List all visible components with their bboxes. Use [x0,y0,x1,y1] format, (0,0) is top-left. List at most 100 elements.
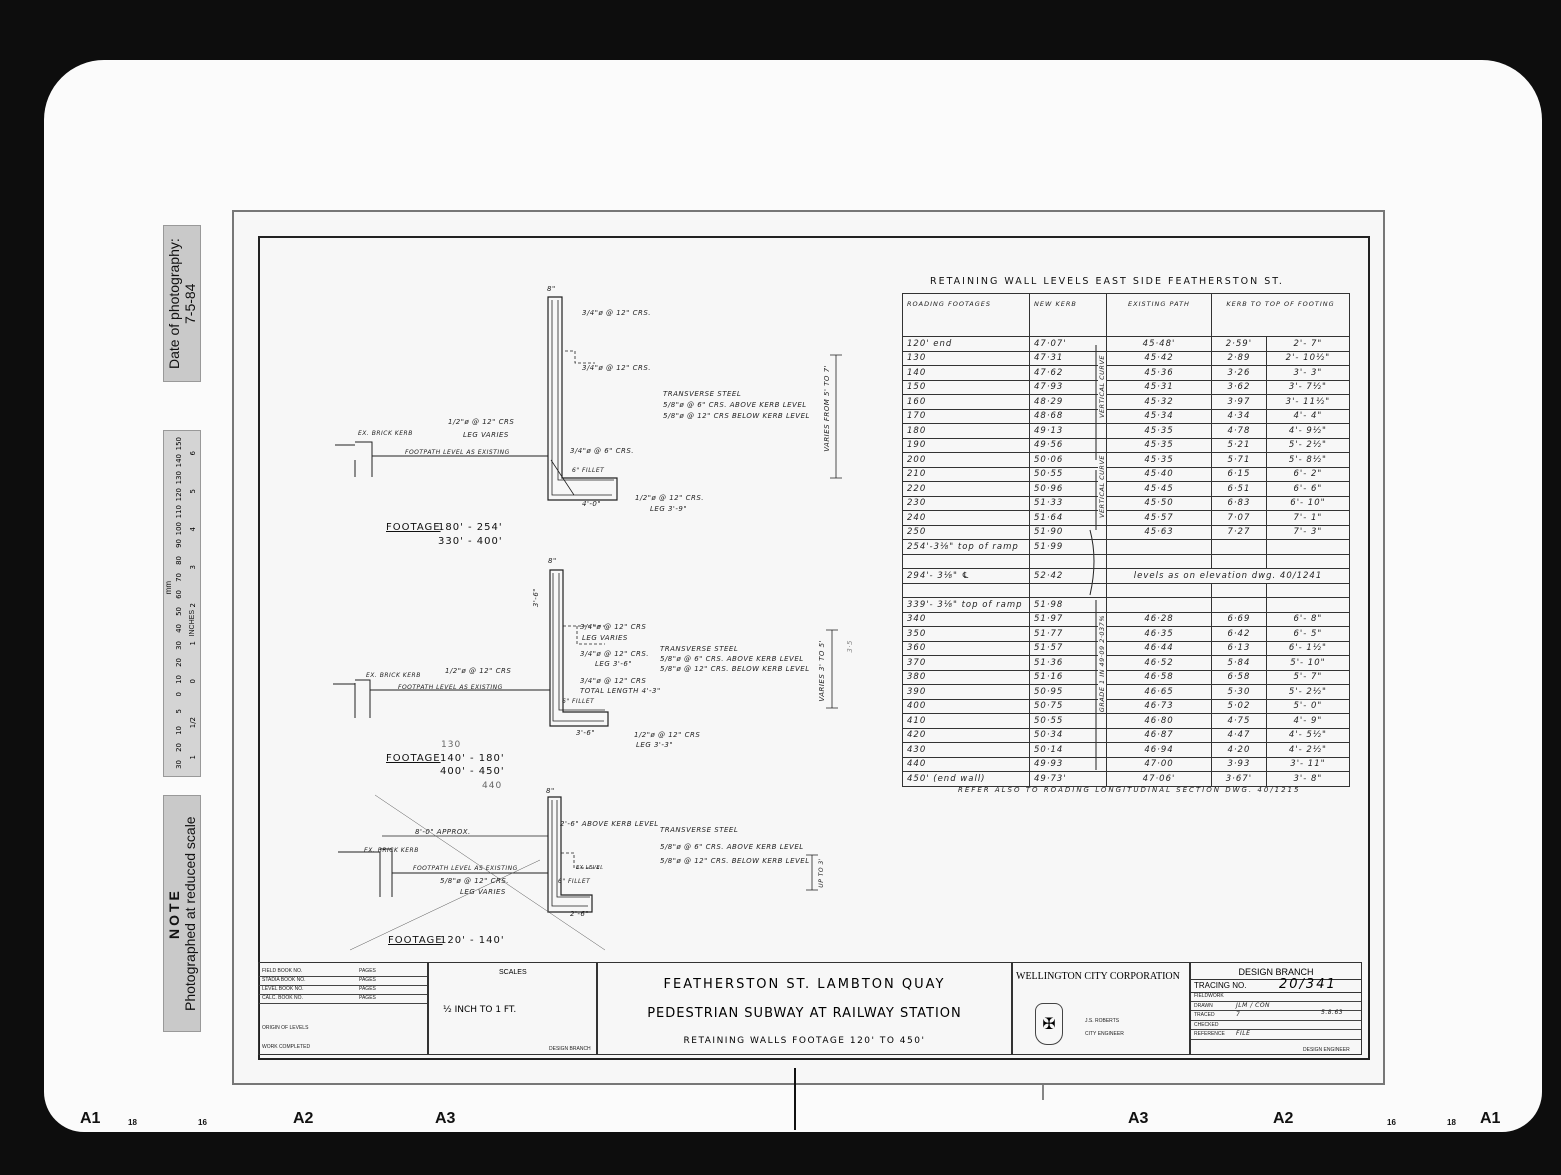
s3-footage-label: FOOTAGE [388,935,443,946]
table-cell: 51·36 [1029,655,1107,671]
engineer-name: J.S. ROBERTS [1085,1018,1120,1024]
table-cell: 4·75 [1211,713,1267,729]
table-cell: 370 [902,655,1030,671]
origin-of-levels: ORIGIN OF LEVELS [262,1025,309,1031]
s1-base-width: 4'-0" [582,500,602,508]
table-cell: 4·20 [1211,742,1267,758]
table-cell: 6'- 6" [1265,481,1351,497]
s2-base-width: 3'-6" [576,729,596,737]
header-kerb-to-footing: KERB TO TOP OF FOOTING [1211,293,1350,337]
s3-varies: UP TO 3' [818,858,825,888]
table-cell: 45·57 [1106,510,1212,526]
table-cell: 2'- 7" [1265,336,1351,352]
table-cell [1106,597,1212,613]
section-3-wall [338,794,818,951]
book-label: CALC. BOOK NO. [262,995,303,1001]
table-cell: 2·59' [1211,336,1267,352]
s2-kerb: EX. BRICK KERB [366,672,421,679]
field-label: REFERENCE [1194,1031,1225,1037]
table-cell: 5·21 [1211,437,1267,453]
field-row: CHECKED [1191,1021,1361,1030]
table-cell: 50·95 [1029,684,1107,700]
table-cell: 46·80 [1106,713,1212,729]
field-value: 7 [1236,1011,1241,1018]
table-cell: 4'- 5½" [1265,727,1351,743]
table-cell: 340 [902,611,1030,627]
table-cell [1029,582,1107,598]
table-cell: 3·93 [1211,756,1267,772]
table-header-row: ROADING FOOTAGES NEW KERB EXISTING PATH … [902,293,1350,337]
table-cell: 5·71 [1211,452,1267,468]
section-2-wall [333,569,838,727]
table-cell: 47·93 [1029,379,1107,395]
engineer-title: CITY ENGINEER [1085,1031,1124,1037]
grade-label: GRADE 1 IN 49·09 2·037% [1098,615,1106,713]
table-cell: 7'- 1" [1265,510,1351,526]
table-cell: 3'- 7½" [1265,379,1351,395]
table-cell: 6·51 [1211,481,1267,497]
s2-footage-2: 400' - 450' [440,766,505,777]
table-cell [1106,539,1212,555]
table-row [902,582,1351,598]
scales-label: SCALES [499,969,527,976]
table-cell [1106,582,1212,598]
s2-bar-a-leg: LEG VARIES [582,634,628,642]
title-line-1: FEATHERSTON ST. LAMBTON QUAY [663,977,946,992]
table-cell: 51·99 [1029,539,1107,555]
scale-value: ½ INCH TO 1 FT. [443,1005,517,1015]
table-cell: 45·35 [1106,437,1212,453]
s1-width-top: 8" [547,285,556,293]
table-cell: 3'- 8" [1265,771,1351,787]
book-pages: PAGES [359,977,376,983]
s1-footpath: FOOTPATH LEVEL AS EXISTING [405,449,510,456]
tracing-number: 20/341 [1279,977,1337,992]
table-cell: 210 [902,466,1030,482]
bottom-marker: A2 [1273,1110,1294,1127]
drawing-title-box: FEATHERSTON ST. LAMBTON QUAY PEDESTRIAN … [597,962,1012,1055]
table-cell: 160 [902,394,1030,410]
scales-box: SCALES ½ INCH TO 1 FT. DESIGN BRANCH [428,962,597,1055]
bottom-marker: 18 [1447,1118,1456,1127]
s3-stem-bar: 5/8"ø @ 12" CRS. [440,877,509,885]
s1-base-leg: LEG 3'-9" [650,505,688,513]
table-cell: 130 [902,350,1030,366]
table-cell: 5'- 8½" [1265,452,1351,468]
s1-fillet: 6" FILLET [572,467,605,474]
table-cell: 5'- 2½" [1265,684,1351,700]
table-cell: 150 [902,379,1030,395]
table-cell: 50·75 [1029,698,1107,714]
table-cell [1211,553,1267,569]
bottom-fold-lines [794,1068,1044,1130]
table-cell: 180 [902,423,1030,439]
work-completed: WORK COMPLETED [262,1044,311,1050]
table-cell: 5'- 10" [1265,655,1351,671]
elevation-note: levels as on elevation dwg. 40/1241 [1106,568,1350,584]
tracing-row: TRACING NO. 20/341 [1191,977,1361,993]
book-pages: PAGES [359,986,376,992]
table-cell: 45·36 [1106,365,1212,381]
table-cell: 380 [902,669,1030,685]
s1-transverse-above: 5/8"ø @ 6" CRS. ABOVE KERB LEVEL [663,401,807,409]
table-cell: 48·68 [1029,408,1107,424]
table-title: RETAINING WALL LEVELS EAST SIDE FEATHERS… [930,276,1284,287]
table-cell: 51·57 [1029,640,1107,656]
bottom-marker: A3 [435,1110,456,1127]
table-cell: 51·64 [1029,510,1107,526]
table-cell: 339'- 3⅛" top of ramp [902,597,1030,613]
table-cell: 5·84 [1211,655,1267,671]
table-cell: 5·02 [1211,698,1267,714]
table-cell: 7'- 3" [1265,524,1351,540]
table-cell: 45·34 [1106,408,1212,424]
bottom-marker: A2 [293,1110,314,1127]
s3-above-kerb: 2'-6" ABOVE KERB LEVEL [560,820,659,828]
table-cell: 49·13 [1029,423,1107,439]
table-cell: 50·14 [1029,742,1107,758]
field-label: FIELDWORK [1194,993,1224,999]
table-cell [902,582,1030,598]
book-pages: PAGES [359,968,376,974]
